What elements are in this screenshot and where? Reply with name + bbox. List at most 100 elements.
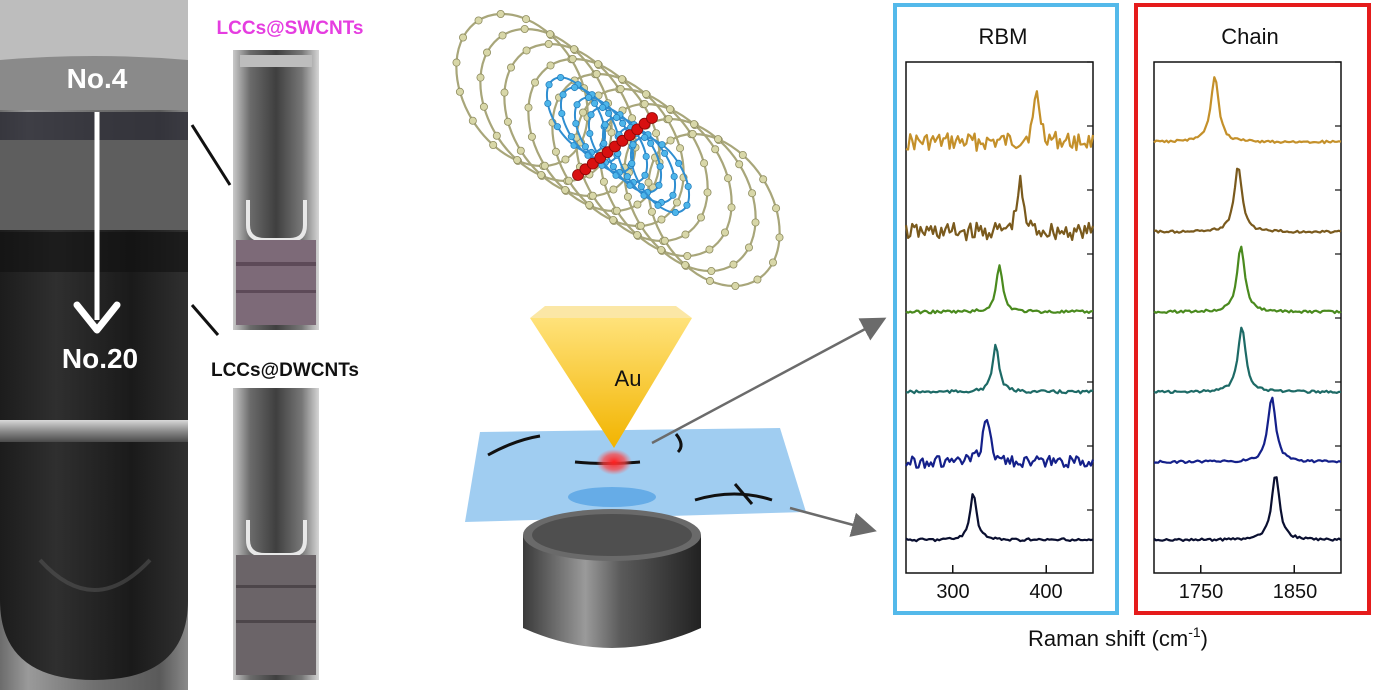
inner-atom — [642, 152, 650, 161]
outer-atom — [507, 63, 516, 72]
inner-atom — [661, 149, 669, 157]
inner-atom — [654, 201, 662, 209]
outer-atom — [636, 221, 645, 230]
inner-atom — [641, 133, 649, 142]
outer-atom — [703, 188, 712, 197]
outer-atom — [633, 231, 642, 240]
spectrum-line-1 — [1153, 76, 1342, 145]
outer-atom — [775, 233, 784, 242]
inner-atom — [613, 113, 621, 122]
outer-atom — [579, 108, 588, 117]
outer-atom — [664, 114, 673, 123]
arrow-to-chain — [789, 506, 877, 537]
outer-atom — [657, 215, 666, 224]
outer-atom — [729, 260, 738, 269]
outer-atom — [644, 178, 653, 187]
inner-atom — [571, 83, 579, 92]
inner-atom — [629, 141, 637, 149]
outer-atom — [711, 145, 720, 154]
outer-atom — [652, 129, 661, 138]
outer-atom — [524, 103, 533, 112]
chain-frame — [1134, 3, 1371, 615]
spectrum-line-6 — [905, 493, 1094, 543]
outer-atom — [657, 246, 666, 255]
rbm-spectra — [904, 61, 1095, 573]
outer-atom — [479, 102, 488, 111]
au-tip — [530, 318, 692, 448]
outer-atom — [683, 252, 692, 261]
spectrum-line-5 — [905, 419, 1095, 469]
inner-atom — [656, 162, 664, 171]
outer-atom — [618, 75, 627, 84]
inner-atom — [623, 173, 631, 181]
outer-atom — [616, 84, 625, 93]
centrifuge-tube-photo — [0, 0, 188, 690]
spectrum-line-2 — [904, 174, 1095, 242]
rbm-frame — [893, 3, 1119, 615]
outer-atom — [768, 258, 777, 267]
outer-atom — [513, 156, 522, 165]
outer-atom — [700, 159, 709, 168]
chain-title: Chain — [1221, 24, 1278, 49]
chain-tick-1850: 1850 — [1273, 581, 1318, 603]
separation-arrow-head — [73, 301, 121, 334]
outer-atom — [640, 99, 649, 108]
outer-atom — [727, 203, 736, 212]
inner-atom — [600, 139, 608, 148]
outer-atom — [690, 120, 699, 129]
inner-atom — [605, 109, 613, 117]
tip-label: Au — [615, 366, 642, 391]
outer-atom — [707, 267, 716, 276]
inner-atom — [586, 129, 594, 138]
outer-atom — [705, 276, 714, 285]
inner-atom — [544, 99, 552, 108]
inner-atom — [669, 191, 677, 199]
outer-atom — [772, 204, 781, 213]
outer-atom — [474, 16, 483, 25]
outer-atom — [489, 141, 498, 150]
inner-atom — [591, 99, 599, 107]
chain-atom — [646, 112, 658, 124]
rbm-tick-400: 400 — [1029, 581, 1062, 603]
outer-atom — [607, 128, 616, 137]
chain-plot-area — [1153, 61, 1342, 574]
outer-atom — [564, 176, 573, 185]
outer-atom — [537, 171, 546, 180]
outer-atom — [520, 24, 529, 33]
outer-atom — [623, 192, 632, 201]
outer-atom — [500, 88, 509, 97]
outer-atom — [561, 155, 570, 164]
inner-atom — [599, 103, 607, 112]
outer-atom — [551, 147, 560, 156]
inner-atom — [647, 139, 655, 147]
rbm-tick-300: 300 — [936, 581, 969, 603]
tube-top-label: No.4 — [67, 63, 128, 94]
outer-atom — [666, 136, 675, 145]
inner-atom — [641, 171, 649, 179]
outer-atom — [483, 48, 492, 57]
outer-atom — [599, 177, 608, 186]
inner-atom — [637, 183, 645, 191]
cuvette-bottom-label: LCCs@DWCNTs — [211, 360, 359, 381]
outer-atom — [720, 228, 729, 237]
outer-atom — [503, 117, 512, 126]
outer-atom — [759, 175, 768, 184]
outer-atom — [527, 132, 536, 141]
spectrum-line-3 — [905, 264, 1094, 315]
outer-atom — [735, 160, 744, 169]
outer-atom — [496, 9, 505, 18]
outer-atom — [666, 105, 675, 114]
outer-atom — [751, 218, 760, 227]
arrow-to-rbm — [651, 317, 887, 445]
outer-atom — [468, 116, 477, 125]
outer-atom — [452, 58, 461, 67]
substrate — [465, 428, 806, 522]
outer-atom — [540, 161, 549, 170]
outer-atom — [522, 15, 531, 24]
ters-setup: Au — [465, 306, 887, 648]
inner-atom — [553, 123, 561, 131]
inner-atom — [601, 121, 609, 129]
inner-atom — [559, 91, 567, 99]
inner-atom — [609, 163, 617, 171]
outer-atom — [498, 31, 507, 40]
